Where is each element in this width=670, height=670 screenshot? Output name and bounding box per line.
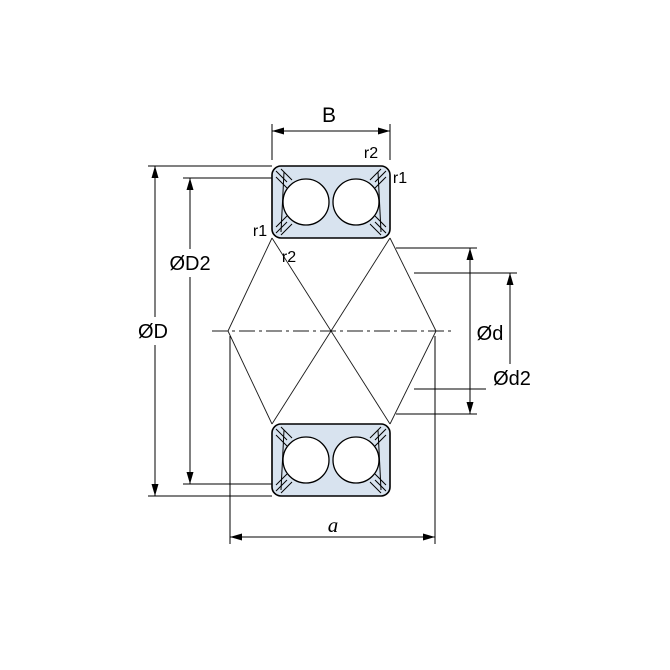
- label-width-b: B: [322, 104, 336, 127]
- ball-bottom-right: [332, 436, 380, 484]
- label-r2-left: r2: [282, 249, 296, 266]
- label-r2-top: r2: [364, 145, 378, 162]
- label-r1-top: r1: [393, 170, 407, 187]
- ball-top-right: [332, 178, 380, 226]
- label-bore-diameter: Ød: [477, 323, 504, 345]
- ball-bottom-left: [282, 436, 330, 484]
- ball-top-left: [282, 178, 330, 226]
- label-outer-diameter: ØD: [138, 321, 168, 343]
- seal-hatching-top: [275, 168, 387, 236]
- seal-hatching-bottom: [275, 426, 387, 494]
- label-span-a: a: [328, 513, 339, 537]
- bearing-section-bottom: [271, 423, 391, 497]
- label-outer-shoulder-diameter: ØD2: [169, 253, 210, 275]
- label-inner-shoulder-diameter: Ød2: [493, 368, 531, 390]
- label-backgrounds: [129, 249, 538, 392]
- label-r1-left: r1: [253, 223, 267, 240]
- bearing-section-top: [271, 165, 391, 239]
- extension-lines: [148, 124, 517, 544]
